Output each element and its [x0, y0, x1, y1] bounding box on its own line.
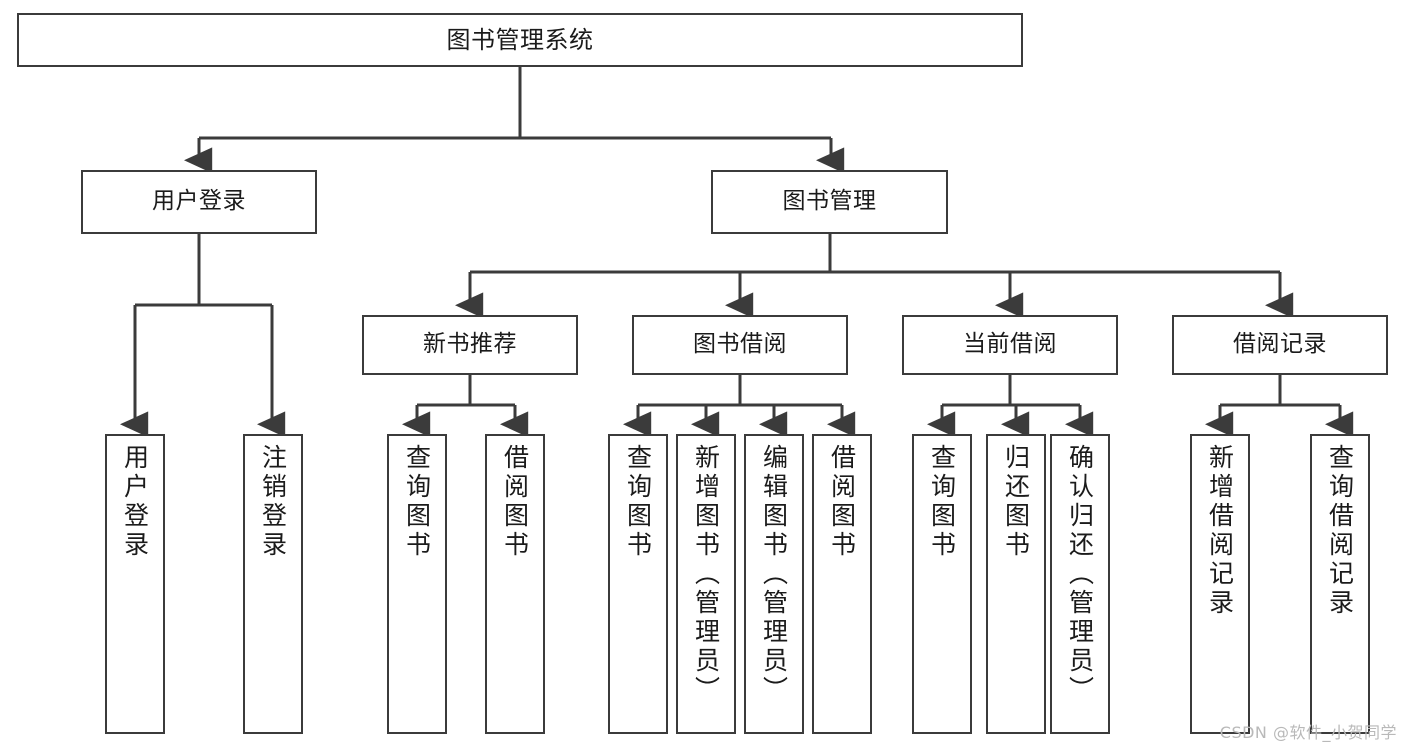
- watermark-text: CSDN @软件_小贺同学: [1219, 723, 1397, 742]
- node-label: 确认归还（管理员）: [1065, 444, 1095, 705]
- node-leaf-confirm-return-admin[interactable]: 确认归还（管理员）: [1050, 434, 1110, 734]
- node-label: 借阅图书: [500, 444, 530, 560]
- node-label: 图书借阅: [693, 331, 787, 358]
- node-borrow-record[interactable]: 借阅记录: [1172, 315, 1388, 375]
- node-label: 查询借阅记录: [1325, 444, 1355, 618]
- node-label: 新增图书（管理员）: [691, 444, 721, 705]
- node-label: 用户登录: [152, 188, 246, 215]
- node-root-system[interactable]: 图书管理系统: [17, 13, 1023, 67]
- node-label: 用户登录: [120, 444, 150, 560]
- node-label: 查询图书: [623, 444, 653, 560]
- node-leaf-edit-book-admin[interactable]: 编辑图书（管理员）: [744, 434, 804, 734]
- node-leaf-user-login[interactable]: 用户登录: [105, 434, 165, 734]
- node-leaf-query-book-1[interactable]: 查询图书: [387, 434, 447, 734]
- node-label: 新增借阅记录: [1205, 444, 1235, 618]
- node-label: 查询图书: [927, 444, 957, 560]
- node-label: 新书推荐: [423, 331, 517, 358]
- node-label: 编辑图书（管理员）: [759, 444, 789, 705]
- node-leaf-borrow-book-2[interactable]: 借阅图书: [812, 434, 872, 734]
- node-leaf-query-borrow-record[interactable]: 查询借阅记录: [1310, 434, 1370, 734]
- node-label: 查询图书: [402, 444, 432, 560]
- node-leaf-borrow-book-1[interactable]: 借阅图书: [485, 434, 545, 734]
- node-current-borrow[interactable]: 当前借阅: [902, 315, 1118, 375]
- node-label: 当前借阅: [963, 331, 1057, 358]
- node-leaf-return-book[interactable]: 归还图书: [986, 434, 1046, 734]
- node-label: 注销登录: [258, 444, 288, 560]
- node-leaf-logout[interactable]: 注销登录: [243, 434, 303, 734]
- node-label: 图书管理系统: [446, 25, 594, 54]
- node-book-manage[interactable]: 图书管理: [711, 170, 948, 234]
- node-book-borrow[interactable]: 图书借阅: [632, 315, 848, 375]
- node-leaf-add-borrow-record[interactable]: 新增借阅记录: [1190, 434, 1250, 734]
- node-user-login[interactable]: 用户登录: [81, 170, 317, 234]
- node-label: 归还图书: [1001, 444, 1031, 560]
- node-label: 图书管理: [782, 188, 877, 215]
- node-leaf-query-book-2[interactable]: 查询图书: [608, 434, 668, 734]
- node-new-book-recommend[interactable]: 新书推荐: [362, 315, 578, 375]
- node-leaf-add-book-admin[interactable]: 新增图书（管理员）: [676, 434, 736, 734]
- node-leaf-query-book-3[interactable]: 查询图书: [912, 434, 972, 734]
- node-label: 借阅记录: [1233, 331, 1327, 358]
- node-label: 借阅图书: [827, 444, 857, 560]
